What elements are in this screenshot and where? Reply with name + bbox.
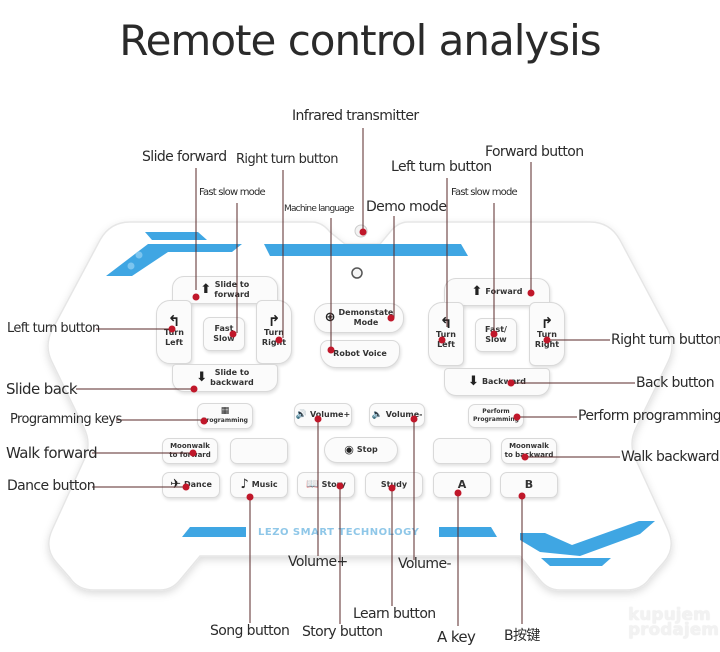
watermark: kupujem prodajem — [628, 605, 719, 640]
story-button[interactable]: 📖 Story — [297, 472, 355, 498]
stop-icon: ◉ — [344, 443, 354, 456]
turn-right-button-right-pad[interactable]: ↱ Turn Right — [529, 302, 565, 366]
speaker-loud-icon: 🔊 — [295, 410, 308, 420]
callout-perform-programming: Perform programming — [578, 408, 720, 424]
robot-voice-button[interactable]: Robot Voice — [320, 340, 400, 368]
blank-button-left[interactable] — [230, 438, 288, 464]
arrow-down-icon: ⬇ — [196, 370, 208, 385]
callout-story-button: Story button — [302, 624, 383, 640]
turn-right-icon: ↱ — [540, 314, 554, 332]
callout-left-turn-top: Left turn button — [391, 159, 492, 175]
callout-b-key: B按键 — [504, 628, 540, 644]
turn-left-button[interactable]: ↰ Turn Left — [156, 300, 192, 364]
callout-right-turn-top: Right turn button — [236, 152, 338, 167]
callout-learn-button: Learn button — [353, 606, 436, 622]
callout-programming-keys: Programming keys — [10, 412, 122, 427]
blue-stripe — [264, 244, 468, 256]
callout-machine-language: Machine language — [284, 204, 354, 214]
callout-right-turn-side: Right turn button — [611, 332, 720, 348]
turn-left-icon: ↰ — [167, 312, 181, 330]
fast-slow-button[interactable]: Fast Slow — [203, 317, 245, 351]
a-button[interactable]: A — [433, 472, 491, 498]
callout-fast-slow-right: Fast slow mode — [451, 187, 518, 198]
backward-button[interactable]: ⬇ Backward — [444, 368, 550, 396]
callout-song-button: Song button — [210, 623, 290, 639]
blue-stripe — [541, 558, 611, 566]
fast-slow-button-right-pad[interactable]: Fast/ Slow — [475, 318, 517, 352]
robot-gear-icon: ⊕ — [324, 310, 336, 325]
blue-stripe — [182, 527, 246, 537]
dance-button[interactable]: ✈ Dance — [162, 472, 220, 498]
dancer-icon: ✈ — [170, 477, 181, 492]
callout-infrared-transmitter: Infrared transmitter — [292, 108, 419, 124]
callout-left-turn-side: Left turn button — [7, 321, 100, 336]
callout-demo-mode: Demo mode — [366, 199, 447, 215]
volume-plus-button[interactable]: 🔊 Volume+ — [294, 403, 352, 427]
blue-stripe — [145, 232, 207, 240]
speaker-quiet-icon: 🔈 — [371, 410, 383, 420]
music-note-icon: ♪ — [240, 477, 249, 492]
callout-a-key: A key — [437, 628, 476, 646]
callout-walk-forward: Walk forward — [6, 444, 98, 462]
b-button[interactable]: B — [500, 472, 558, 498]
callout-back-button: Back button — [636, 375, 715, 391]
grid-icon: ▦ — [220, 406, 230, 416]
callout-slide-back: Slide back — [6, 380, 78, 398]
callout-slide-forward: Slide forward — [142, 149, 227, 165]
page-title: Remote control analysis — [119, 16, 601, 65]
volume-minus-button[interactable]: 🔈 Volume- — [369, 403, 425, 427]
turn-left-button-right-pad[interactable]: ↰ Turn Left — [428, 302, 464, 366]
callout-volume-plus: Volume+ — [288, 554, 348, 570]
turn-right-button[interactable]: ↱ Turn Right — [256, 300, 292, 364]
study-button[interactable]: Study — [365, 472, 423, 498]
turn-right-icon: ↱ — [267, 312, 281, 330]
stop-button[interactable]: ◉ Stop — [324, 437, 398, 463]
brand-label: LEZO SMART TECHNOLOGY — [258, 527, 420, 538]
turn-left-icon: ↰ — [439, 314, 453, 332]
callout-walk-backward: Walk backward — [621, 449, 719, 465]
blank-button-right[interactable] — [433, 438, 491, 464]
arrow-up-icon: ⬆ — [471, 284, 483, 299]
blue-stripe — [439, 527, 497, 537]
callout-fast-slow-left: Fast slow mode — [199, 187, 266, 198]
callout-forward-button: Forward button — [485, 144, 584, 160]
programming-button[interactable]: ▦ Programming — [197, 403, 253, 429]
arrow-up-icon: ⬆ — [200, 282, 212, 297]
callout-volume-minus: Volume- — [398, 556, 452, 572]
remote-body — [47, 221, 673, 591]
book-icon: 📖 — [306, 479, 319, 490]
music-button[interactable]: ♪ Music — [230, 472, 288, 498]
blue-stripe — [520, 521, 655, 556]
callout-dance-button: Dance button — [7, 478, 96, 494]
arrow-down-icon: ⬇ — [468, 374, 479, 389]
